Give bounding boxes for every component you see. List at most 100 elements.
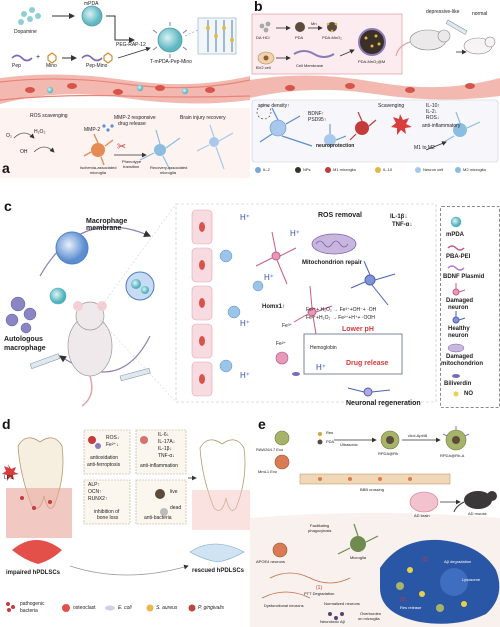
panel-d-letter: d xyxy=(2,418,11,432)
label-n2: (2) xyxy=(422,558,428,563)
label-brain-recovery: Brain injury recovery xyxy=(180,116,226,121)
label-homx: Homx1↑ xyxy=(262,304,285,310)
legend-dmito-2: mitochondrion xyxy=(441,361,483,367)
legend-mpda: mPDA xyxy=(446,232,464,238)
label-fe3: Fe³⁺ xyxy=(282,324,292,329)
label-anti-inflam: anti-inflammatory xyxy=(422,124,460,129)
mitochondrion-icon xyxy=(312,234,356,254)
label-scavenging: Scavenging xyxy=(378,104,404,109)
label-fe2: Fe²⁺ xyxy=(276,342,286,347)
pda-icon xyxy=(295,22,305,32)
scissors-icon: ✂ xyxy=(117,141,126,153)
label-inhibition-2: bone loss xyxy=(97,516,118,521)
label-live: live xyxy=(170,490,178,495)
label-hplus-3: H⁺ xyxy=(264,274,274,282)
panel-d-graphic xyxy=(0,418,250,627)
label-runx2: RUNX2↑ xyxy=(88,497,107,502)
label-microglia-2: microglia xyxy=(160,171,176,175)
label-res: Res xyxy=(326,431,333,435)
label-facilitating-2: phagocytosis xyxy=(308,529,331,533)
label-spine: spine density↑ xyxy=(258,104,290,109)
label-ros-removal: ROS removal xyxy=(318,212,362,219)
label-peg-rap: PEG-RAP-12 xyxy=(116,43,146,48)
apoe-neuron-icon xyxy=(273,543,287,557)
legend-osteo: osteoclast xyxy=(73,606,96,611)
label-ad-mouse: AD mouse xyxy=(468,512,487,516)
label-hplus-2: H⁺ xyxy=(290,230,300,238)
label-hplus-5: H⁺ xyxy=(240,372,250,380)
legend-saureus: S. aureus xyxy=(156,606,177,611)
res-pda-icons xyxy=(318,432,323,445)
label-macrophage: macrophage xyxy=(4,345,46,352)
label-neuronal-regeneration: Neuronal regeneration xyxy=(346,400,421,407)
legend-damaged-1: Damaged xyxy=(446,298,473,304)
label-lysosome: Lysosome xyxy=(462,578,480,582)
legend-bdnf: BDNF Plasmid xyxy=(443,274,484,280)
label-rpda: RPDA@Rb xyxy=(378,452,398,456)
label-psd95: PSD95↑ xyxy=(308,118,326,123)
label-pda-mn: PDA-MnO₂ xyxy=(322,36,342,40)
rescued-cell-icon xyxy=(190,544,244,562)
label-dahcl: DA·HCl xyxy=(256,36,270,40)
mml1-exo-icon xyxy=(275,455,289,469)
panel-e-graphic xyxy=(250,418,500,627)
label-macrophage-membrane: Macrophage membrane xyxy=(86,218,148,232)
pep-mino-icon xyxy=(82,53,112,63)
pep-chain-icon xyxy=(12,56,32,61)
label-o2: O₂ xyxy=(6,134,12,139)
hemoglobin-icon xyxy=(276,352,288,364)
label-microglia-e: Microglia xyxy=(350,556,366,560)
label-dysfunctional: Dysfunctional neurons xyxy=(264,604,304,608)
label-antibact: anti-bacteria xyxy=(144,516,172,521)
label-autologous: Autologous xyxy=(4,336,43,343)
panel-b-graphic xyxy=(250,0,500,178)
label-il1b-d: IL-1β↓ xyxy=(158,447,172,452)
label-depressive: depressive-like xyxy=(426,10,459,15)
label-dopamine: Dopamine xyxy=(14,30,37,35)
label-ad-brain: AD brain xyxy=(414,514,430,518)
label-antiox: antioxidation xyxy=(90,456,118,461)
panel-c: c Macrophage membrane ROS removal IL-1β↓… xyxy=(0,196,500,410)
label-fe-d: Fe²⁺↓ xyxy=(106,443,119,448)
depressive-mouse-icon xyxy=(396,30,450,56)
label-bv2-cell: BV2 cell xyxy=(256,66,271,70)
ligand-membrane-icon xyxy=(198,18,236,54)
label-rescued: rescued hPDLSCs xyxy=(192,568,244,574)
panel-a-letter: a xyxy=(2,160,10,176)
bv2-cell-icon xyxy=(258,52,274,64)
raw-exo-icon xyxy=(275,431,289,445)
legend-healthy-2: neuron xyxy=(448,333,468,339)
panel-e: e RAW264.7 Exo Res PDA Ultrasonic RPDA@R… xyxy=(250,418,500,627)
label-lps: LPS xyxy=(4,476,13,481)
legend-m1: M1 microglia xyxy=(333,168,356,172)
label-ros-scavenging: ROS scavenging xyxy=(30,114,68,119)
mino-molecule-icon xyxy=(48,53,56,63)
label-neuroprotection: neuroprotection xyxy=(316,144,354,149)
healthy-tooth-icon xyxy=(192,440,250,530)
legend-il10: IL-10 xyxy=(383,168,392,172)
panel-a-graphic: ✂ xyxy=(0,0,250,178)
label-ros-d: ROS↓ xyxy=(106,436,119,441)
mouse-icon xyxy=(68,301,112,406)
label-oh: OH xyxy=(20,150,28,155)
label-cell-membrane: Cell Membrane xyxy=(296,64,323,68)
panel-b-letter: b xyxy=(254,0,263,14)
legend-nps: NPs xyxy=(303,168,311,172)
t-mpda-particle-icon xyxy=(153,22,187,58)
label-tnfa: TNF-α↓ xyxy=(392,222,412,228)
label-pep: Pep xyxy=(12,64,21,69)
inflamed-tooth-icon xyxy=(6,438,72,538)
label-mml1-exo: MmL1 Exo xyxy=(258,470,277,474)
label-hplus-4: H⁺ xyxy=(240,320,250,328)
label-drug-release-c: Drug release xyxy=(346,360,388,367)
label-lower-ph: Lower pH xyxy=(342,326,374,333)
panel-d: d LPS ROS↓ Fe²⁺↓ antioxidation anti-ferr… xyxy=(0,418,250,627)
label-il6: IL-6↓ xyxy=(158,433,169,438)
label-fenton2: Fe³⁺+H₂O₂ → Fe²⁺+H⁺+ ·OOH xyxy=(306,316,375,321)
label-tnfa-d: TNF-α↓ xyxy=(158,454,175,459)
rpda-icon xyxy=(381,431,399,449)
label-ocn: OCN↑ xyxy=(88,490,102,495)
dopamine-icon xyxy=(18,7,41,25)
label-hplus-6: H⁺ xyxy=(316,364,326,372)
label-pda: PDA xyxy=(295,36,303,40)
